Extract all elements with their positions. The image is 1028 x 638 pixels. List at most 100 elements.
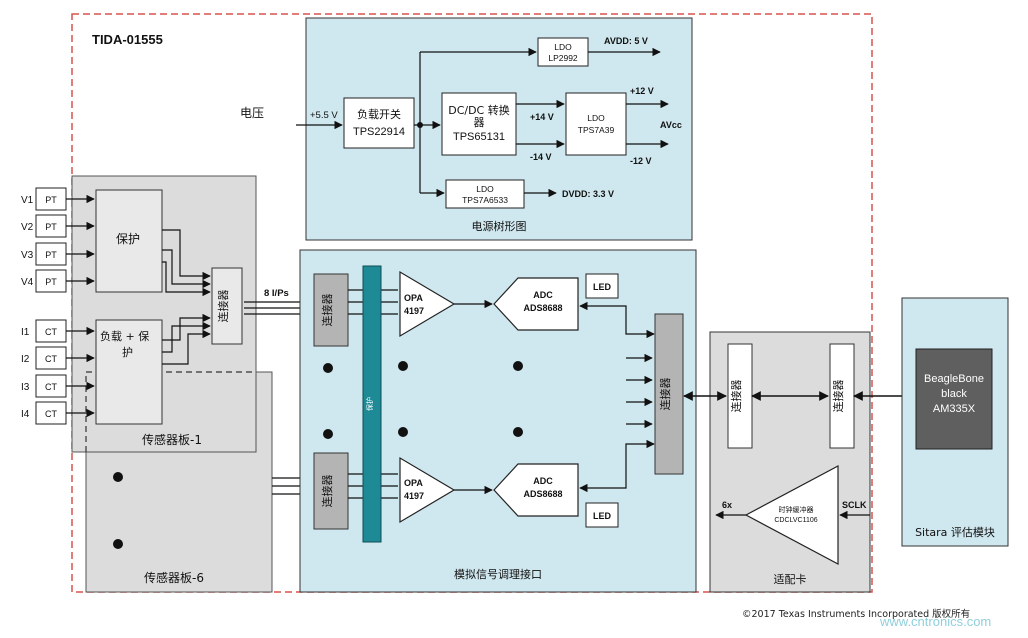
adapter-connector-left-label: 连接器 xyxy=(730,380,743,413)
sensor-type-v4: PT xyxy=(45,277,57,287)
ldo-tps7a6533-name: LDO xyxy=(476,184,494,194)
ldo-lp2992-block xyxy=(537,37,589,67)
opa-amplifier-top xyxy=(399,270,456,338)
design-title: TIDA-01555 xyxy=(92,32,163,47)
analog-connector-top xyxy=(313,273,349,347)
adc-bottom-block xyxy=(493,463,579,517)
protection-label: 保护 xyxy=(116,232,140,246)
led-top xyxy=(585,273,619,299)
input-name-v1: V1 xyxy=(21,195,34,206)
load-switch-name: 负载开关 xyxy=(357,107,401,121)
analog-connector-bottom-label: 连接器 xyxy=(321,475,334,508)
processor-line-1: BeagleBone xyxy=(924,373,984,385)
load-protection-block xyxy=(95,319,163,425)
sensor-type-v3: PT xyxy=(45,250,57,260)
adc-top-name: ADC xyxy=(533,290,553,300)
ldo-tps7a6533-part: TPS7A6533 xyxy=(462,195,508,205)
analog-output-connector xyxy=(654,313,684,475)
processor-line-2: black xyxy=(941,388,967,400)
protection-block xyxy=(95,189,163,293)
ellipsis-dot xyxy=(323,429,333,439)
clock-buffer-part: CDCLVC1106 xyxy=(774,517,817,524)
load-protection-label-2: 护 xyxy=(122,345,133,359)
input-name-v3: V3 xyxy=(21,250,34,261)
wire xyxy=(162,329,211,365)
sensor-connector-block xyxy=(211,267,243,345)
ellipsis-dot xyxy=(113,539,123,549)
power-input-voltage: +5.5 V xyxy=(310,110,338,121)
wire xyxy=(162,229,211,281)
ellipsis-dot xyxy=(513,361,523,371)
copyright-notice: ©2017 Texas Instruments Incorporated 版权所… xyxy=(742,608,970,620)
sclk-label: SCLK xyxy=(842,500,867,510)
rail-n14-label: -14 V xyxy=(530,152,552,162)
led-bottom-label: LED xyxy=(593,511,612,521)
sensor-type-i1: CT xyxy=(45,327,57,337)
adapter-connector-right-label: 连接器 xyxy=(832,380,845,413)
sensor-connector-label: 连接器 xyxy=(217,290,230,323)
adc-top-block xyxy=(493,277,579,331)
wire xyxy=(162,249,211,289)
protection-bar-label: 保护 xyxy=(365,397,374,411)
processor-line-3: AM335X xyxy=(933,403,976,415)
watermark: www.cntronics.com xyxy=(879,614,991,629)
ellipsis-dot xyxy=(398,361,408,371)
opa-top-name: OPA xyxy=(404,293,423,303)
rail-p14-label: +14 V xyxy=(530,112,554,122)
rail-p12-label: +12 V xyxy=(630,86,654,96)
ellipsis-dot xyxy=(113,472,123,482)
fanout-label: 6x xyxy=(722,500,732,510)
input-name-i1: I1 xyxy=(21,327,30,338)
sensor-board-6-label: 传感器板-6 xyxy=(144,570,204,585)
adapter-connector-left xyxy=(727,343,753,449)
rail-n12-label: -12 V xyxy=(630,156,652,166)
sensor-type-v1: PT xyxy=(45,195,57,205)
input-name-i4: I4 xyxy=(21,409,30,420)
clock-buffer xyxy=(744,465,839,565)
wire xyxy=(579,301,655,339)
load-switch-block xyxy=(343,97,415,149)
ldo-tps7a39-block xyxy=(565,92,627,156)
wire xyxy=(162,321,211,353)
sensor-type-v2: PT xyxy=(45,222,57,232)
ldo-lp2992-name: LDO xyxy=(554,42,572,52)
power-tree-caption: 电源树形图 xyxy=(472,219,527,233)
io-bus-label: 8 I/Ps xyxy=(264,288,289,299)
wire xyxy=(579,439,655,493)
ellipsis-dot xyxy=(323,363,333,373)
opa-bottom-part: 4197 xyxy=(404,491,424,501)
analog-connector-bottom xyxy=(313,452,349,530)
analog-output-connector-label: 连接器 xyxy=(659,378,672,411)
avcc-output-label: AVcc xyxy=(660,120,682,130)
dcdc-part: TPS65131 xyxy=(453,131,505,143)
wire xyxy=(162,313,211,341)
sitara-evm-caption: Sitara 评估模块 xyxy=(915,526,995,539)
sensor-type-i2: CT xyxy=(45,354,57,364)
adapter-card-caption: 适配卡 xyxy=(774,573,807,586)
sensor-type-i3: CT xyxy=(45,382,57,392)
ldo-tps7a39-part: TPS7A39 xyxy=(578,125,615,135)
led-top-label: LED xyxy=(593,282,612,292)
analog-interface-caption: 模拟信号调理接口 xyxy=(454,567,542,581)
led-bottom xyxy=(585,502,619,528)
ldo-lp2992-part: LP2992 xyxy=(548,53,578,63)
dvdd-output-label: DVDD: 3.3 V xyxy=(562,189,614,199)
adc-bottom-name: ADC xyxy=(533,476,553,486)
ldo-tps7a39-name: LDO xyxy=(587,113,605,123)
power-input-label: 电压 xyxy=(240,106,264,120)
input-name-i2: I2 xyxy=(21,354,30,365)
analog-connector-top-label: 连接器 xyxy=(321,294,334,327)
dcdc-name-2: 器 xyxy=(474,116,485,129)
adc-bottom-part: ADS8688 xyxy=(523,489,562,499)
load-switch-part: TPS22914 xyxy=(353,126,405,138)
dcdc-block xyxy=(441,92,517,156)
avdd-output-label: AVDD: 5 V xyxy=(604,36,648,46)
adc-top-part: ADS8688 xyxy=(523,303,562,313)
dcdc-name-1: DC/DC 转换 xyxy=(448,103,510,117)
clock-buffer-name: 时钟缓冲器 xyxy=(779,505,814,514)
input-name-v2: V2 xyxy=(21,222,34,233)
opa-top-part: 4197 xyxy=(404,306,424,316)
